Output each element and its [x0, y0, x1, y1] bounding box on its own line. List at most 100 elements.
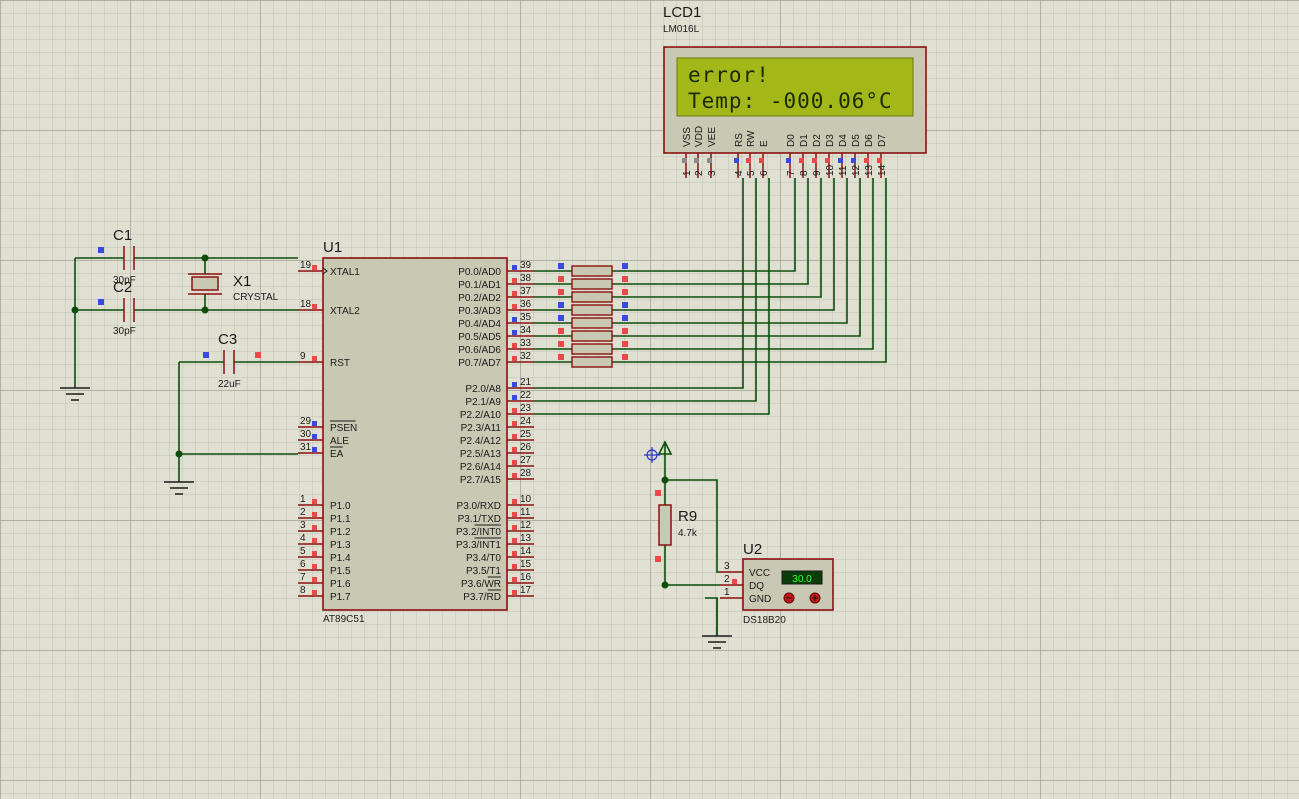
mcu-pin-label: P1.6	[330, 579, 351, 590]
lcd-pin-number: 2	[694, 170, 705, 176]
mcu-pin-label: P0.6/AD6	[458, 345, 501, 356]
u2-pin-number: 1	[724, 587, 730, 598]
lcd-pin-label: RW	[746, 130, 757, 147]
lcd-pin-label: D3	[825, 134, 836, 147]
sensor-temp-value: 30.0	[792, 574, 812, 585]
mcu-pin-number: 5	[300, 546, 306, 557]
mcu-pin-label: P2.0/A8	[465, 384, 501, 395]
mcu-pin-label: P1.4	[330, 553, 351, 564]
mcu-pin-number: 39	[520, 260, 532, 271]
mcu-pin-label: P3.0/RXD	[457, 501, 501, 512]
lcd-pin-label: VDD	[694, 126, 705, 147]
lcd-ref: LCD1	[663, 4, 701, 21]
mcu-pin-label: P3.2/INT0	[456, 527, 501, 538]
lcd-part: LM016L	[663, 24, 700, 35]
mcu-pin-number: 21	[520, 377, 532, 388]
mcu-pin-label: P3.6/WR	[461, 579, 501, 590]
mcu-pin-label: P1.2	[330, 527, 351, 538]
ground-symbol	[60, 387, 732, 649]
resistor-r9[interactable]: R9 4.7k	[655, 490, 698, 562]
pullup-resistor	[571, 278, 613, 290]
mcu-pin-number: 2	[300, 507, 306, 518]
mcu-pin-number: 30	[300, 429, 312, 440]
mcu-pin-number: 19	[300, 260, 312, 271]
c2-ref: C2	[113, 279, 132, 296]
mcu-pin-number: 33	[520, 338, 532, 349]
lcd-display-lcd1[interactable]: LCD1 LM016L error! Temp: -000.06°C VSS1V…	[663, 4, 927, 178]
microcontroller-u1[interactable]: U1 AT89C51 19XTAL118XTAL29RST29PSEN30ALE…	[298, 239, 534, 625]
lcd-pin-number: 9	[812, 170, 823, 176]
pullup-resistor	[571, 343, 613, 355]
mcu-pin-label: PSEN	[330, 423, 357, 434]
mcu-pin-number: 38	[520, 273, 532, 284]
mcu-pin-label: XTAL1	[330, 267, 360, 278]
decrease-temp-button[interactable]	[783, 592, 795, 604]
mcu-pin-number: 37	[520, 286, 532, 297]
mcu-left-pins: 19XTAL118XTAL29RST29PSEN30ALE31EA1P1.02P…	[298, 260, 360, 603]
lcd-pin-label: D6	[864, 134, 875, 147]
lcd-line-2: Temp: -000.06°C	[688, 89, 893, 113]
mcu-pin-label: P2.2/A10	[460, 410, 502, 421]
u2-pin-number: 3	[724, 561, 730, 572]
lcd-line-1: error!	[688, 63, 770, 87]
pullup-resistor-pack[interactable]	[558, 263, 628, 368]
u2-ref: U2	[743, 541, 762, 558]
c3-value: 22uF	[218, 379, 241, 390]
lcd-pin-number: 3	[707, 170, 718, 176]
mcu-pin-label: P0.7/AD7	[458, 358, 501, 369]
lcd-pin-number: 6	[759, 170, 770, 176]
mcu-pin-number: 24	[520, 416, 532, 427]
mcu-pin-number: 29	[300, 416, 312, 427]
mcu-pin-number: 10	[520, 494, 532, 505]
r9-ref: R9	[678, 508, 697, 525]
u2-pin-number: 2	[724, 574, 730, 585]
lcd-pin-number: 12	[851, 164, 862, 176]
mcu-pin-number: 31	[300, 442, 312, 453]
lcd-pin-label: RS	[734, 133, 745, 147]
mcu-pin-label: P1.7	[330, 592, 351, 603]
mcu-pin-number: 35	[520, 312, 532, 323]
crystal-x1[interactable]: X1 CRYSTAL	[188, 273, 279, 303]
mcu-pin-label: P0.4/AD4	[458, 319, 501, 330]
mcu-right-pins: 39P0.0/AD038P0.1/AD137P0.2/AD236P0.3/AD3…	[456, 260, 534, 603]
capacitor-c3[interactable]: C3 22uF	[203, 331, 261, 390]
power-terminal[interactable]	[657, 440, 673, 455]
mcu-pin-number: 16	[520, 572, 532, 583]
c3-ref: C3	[218, 331, 237, 348]
mcu-pin-label: P3.7/RD	[463, 592, 501, 603]
c2-value: 30pF	[113, 326, 136, 337]
lcd-pin-number: 11	[838, 165, 849, 176]
lcd-pins: VSS1VDD2VEE3RS4RW5E6D07D18D29D310D411D51…	[682, 126, 888, 178]
mcu-pin-number: 4	[300, 533, 306, 544]
junctions	[71, 254, 669, 589]
increase-temp-button[interactable]	[809, 592, 821, 604]
lcd-pin-label: D4	[838, 134, 849, 147]
u1-part: AT89C51	[323, 614, 365, 625]
mcu-pin-label: P3.5/T1	[466, 566, 501, 577]
mcu-pin-number: 28	[520, 468, 532, 479]
lcd-pin-number: 4	[734, 170, 745, 176]
mcu-pin-number: 18	[300, 299, 312, 310]
mcu-pin-number: 14	[520, 546, 532, 557]
mcu-pin-label: P1.5	[330, 566, 351, 577]
mcu-pin-label: ALE	[330, 436, 349, 447]
mcu-pin-label: EA	[330, 449, 344, 460]
capacitor-c2[interactable]: C2 30pF	[98, 279, 136, 337]
lcd-pin-number: 10	[825, 164, 836, 176]
mcu-pin-number: 3	[300, 520, 306, 531]
mcu-pin-label: P1.3	[330, 540, 351, 551]
pullup-resistor	[571, 330, 613, 342]
crosshair-cursor-icon	[644, 447, 660, 463]
mcu-pin-label: P3.4/T0	[466, 553, 501, 564]
mcu-pin-number: 17	[520, 585, 532, 596]
x1-value: CRYSTAL	[233, 292, 279, 303]
mcu-pin-label: P1.1	[330, 514, 351, 525]
mcu-pin-number: 12	[520, 520, 532, 531]
mcu-pin-label: P0.1/AD1	[458, 280, 501, 291]
pullup-resistor	[571, 265, 613, 277]
capacitor-c1[interactable]: C1 30pF	[98, 227, 136, 286]
mcu-pin-label: P2.1/A9	[465, 397, 501, 408]
